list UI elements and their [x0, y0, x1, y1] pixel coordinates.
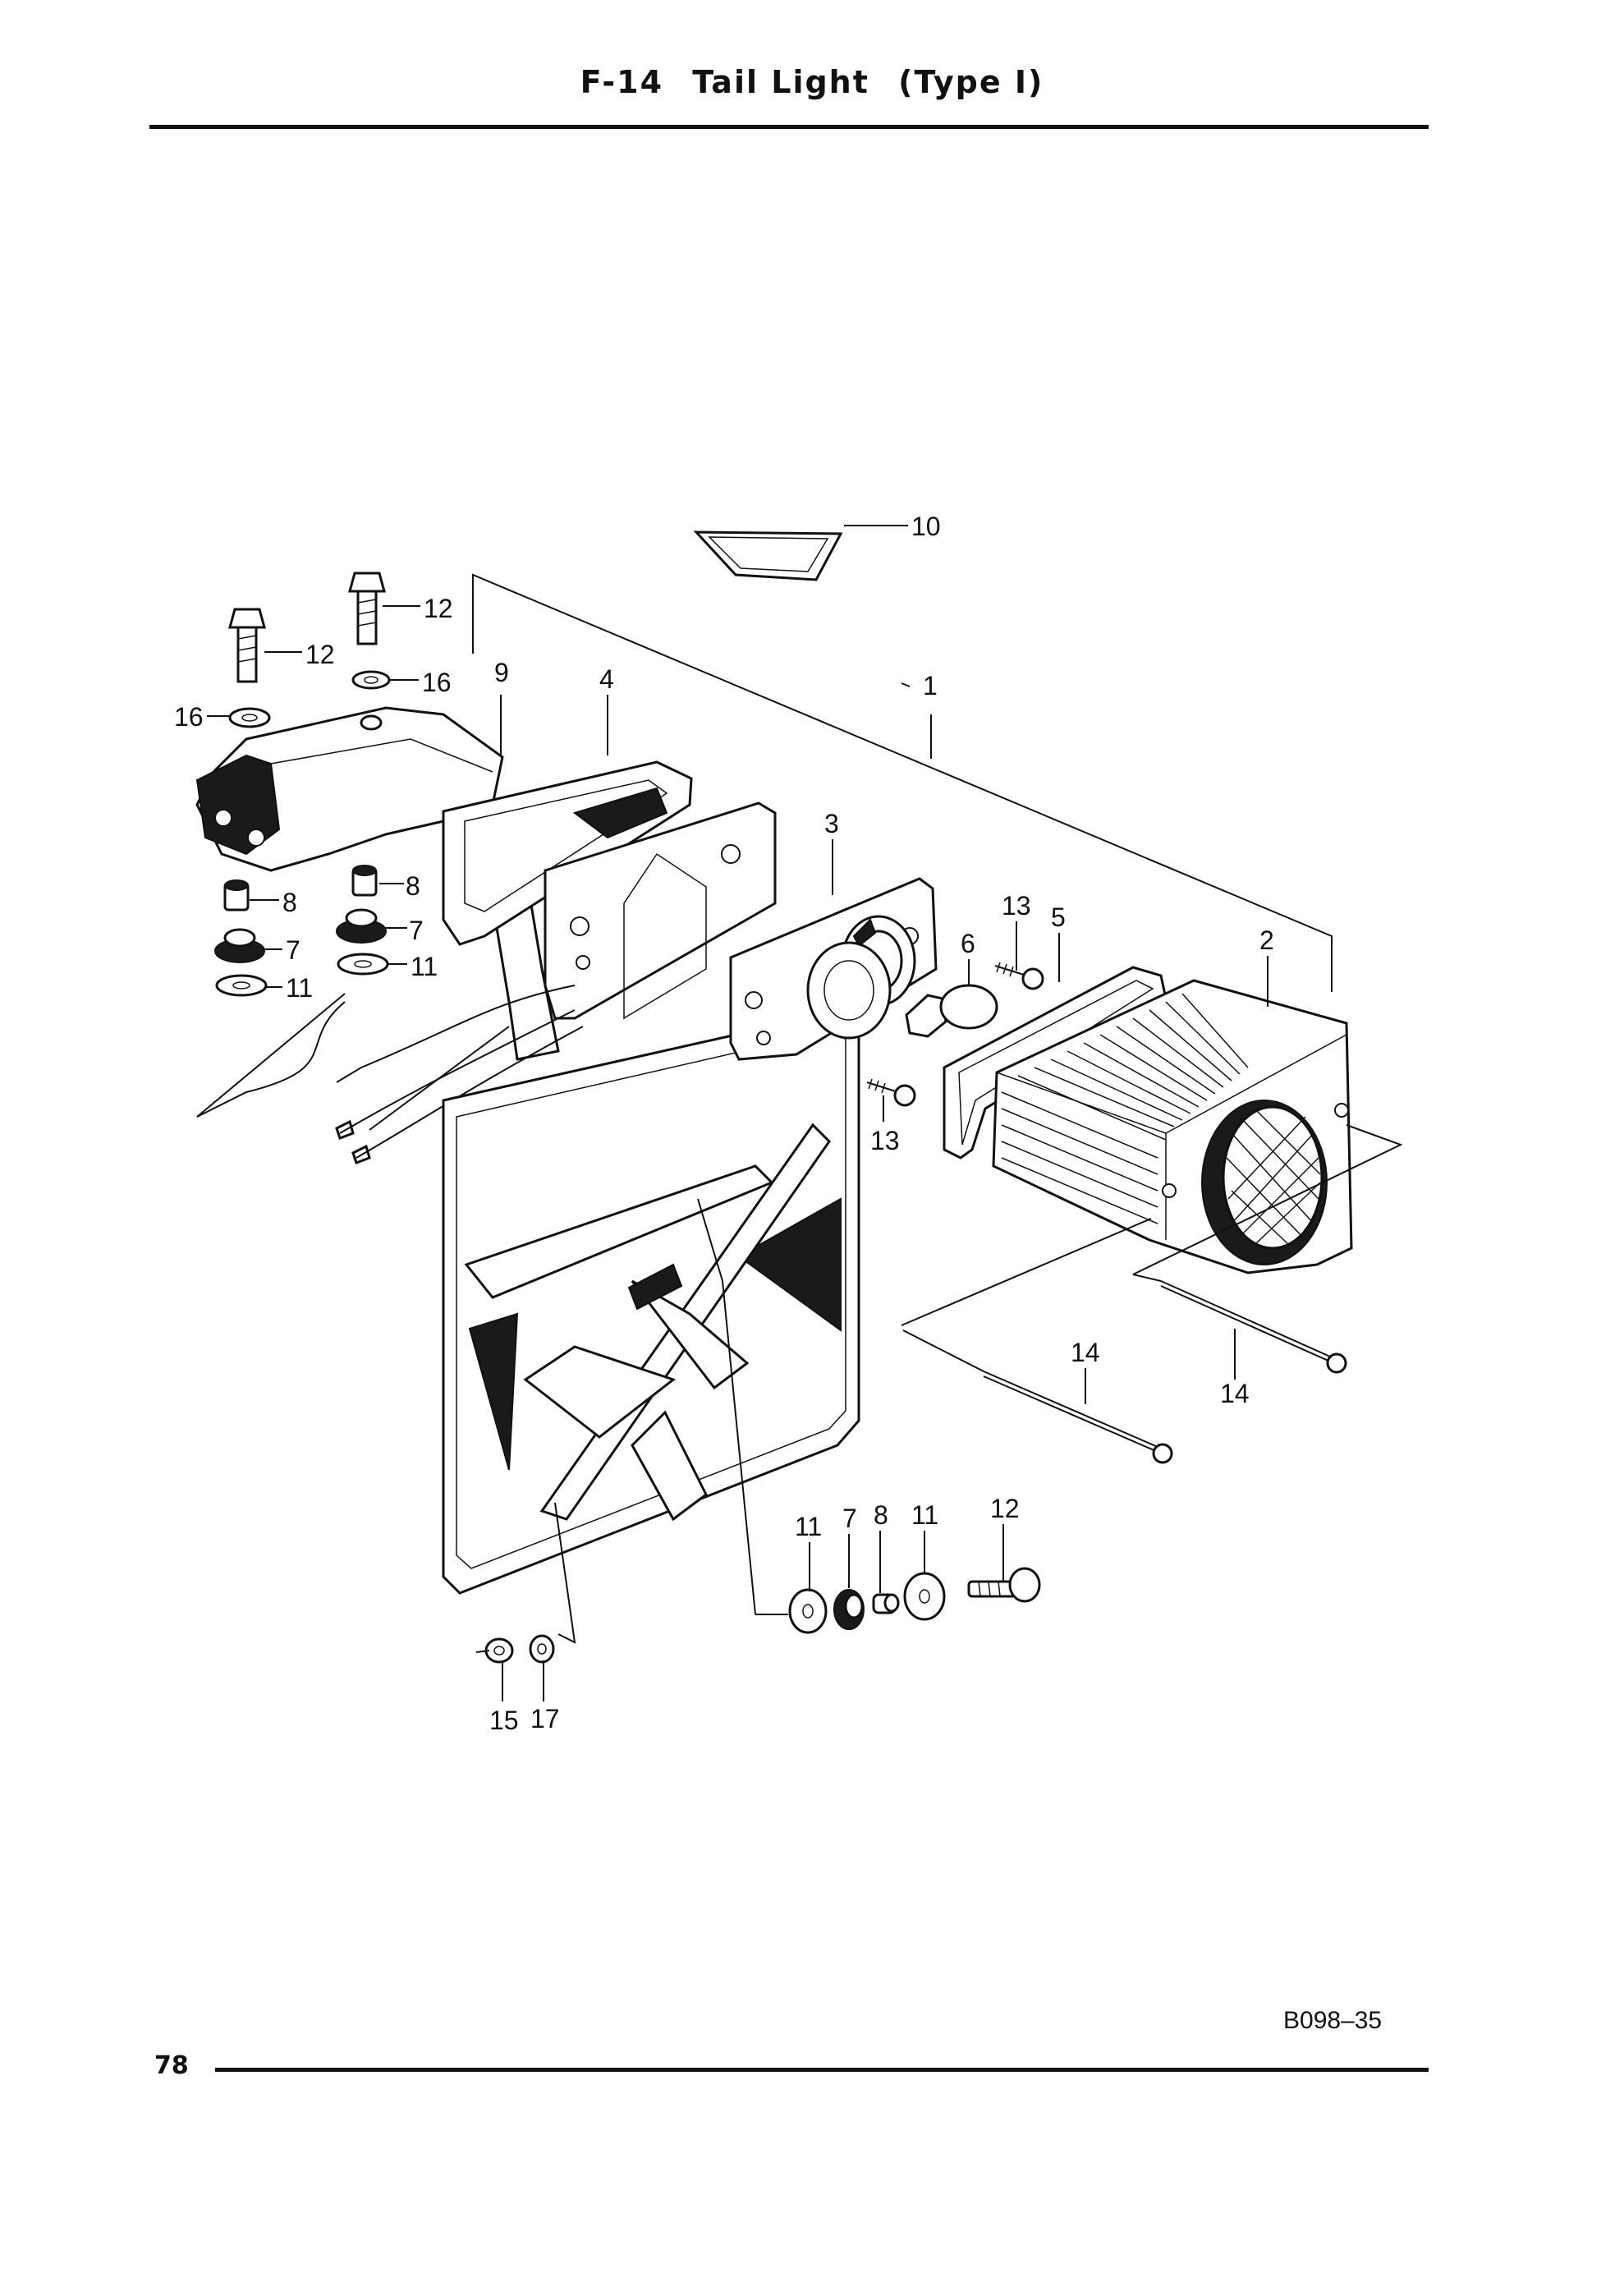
part-14-screw-left: [983, 1371, 1173, 1464]
part-8-collar-bottom: [872, 1593, 900, 1614]
part-7-grommet-left: [214, 928, 265, 963]
part-13-screw-top: [994, 962, 1044, 990]
callout-13: 13: [1002, 891, 1031, 921]
part-12-bolt-bottom: [967, 1567, 1041, 1603]
callout-15: 15: [489, 1706, 519, 1735]
page-number: 78: [154, 2051, 189, 2080]
callout-5: 5: [1051, 902, 1066, 932]
footer-rule: [215, 2068, 1429, 2072]
figure-type-heading: (Type I): [898, 64, 1044, 100]
part-7-grommet-bottom: [833, 1589, 865, 1630]
part-8-collar-left: [223, 879, 250, 912]
part-11-washer-bottom-left: [788, 1588, 828, 1634]
callout-7: 7: [409, 916, 424, 945]
part-8-collar-right: [351, 865, 378, 897]
callout-11: 11: [286, 973, 313, 1003]
callout-8: 8: [282, 888, 297, 917]
part-14-screw-right: [1160, 1280, 1347, 1374]
callout-10: 10: [911, 512, 941, 541]
part-2-lens-body: [992, 979, 1353, 1274]
callout-13: 13: [870, 1126, 900, 1155]
part-11-washer-bottom-right: [903, 1572, 946, 1621]
part-11-washer-right: [337, 953, 389, 976]
callout-11: 11: [795, 1512, 822, 1541]
part-12-bolt-top-left: [228, 608, 266, 683]
callout-12: 12: [305, 640, 335, 669]
callout-16: 16: [422, 668, 452, 697]
part-16-washer-left: [228, 707, 271, 728]
license-plate-bracket: [544, 801, 777, 1020]
callout-2: 2: [1259, 925, 1274, 955]
callout-11: 11: [911, 1500, 938, 1530]
part-12-bolt-top-right: [348, 572, 386, 645]
page-title: F-14 Tail Light (Type I): [0, 64, 1624, 100]
callout-14: 14: [1220, 1379, 1250, 1408]
callout-7: 7: [842, 1504, 857, 1533]
part-16-washer-right: [351, 670, 391, 690]
header-rule: [149, 125, 1429, 129]
part-10-plate: [693, 530, 843, 581]
callout-16: 16: [174, 702, 204, 732]
part-3-socket-plate: [729, 877, 938, 1061]
part-11-washer-left: [215, 974, 268, 997]
part-17-washer: [529, 1634, 555, 1664]
callout-11: 11: [411, 952, 438, 981]
callout-8: 8: [406, 871, 420, 901]
callout-4: 4: [599, 664, 614, 694]
part-7-grommet-right: [336, 908, 387, 944]
leader-lines: [207, 525, 1403, 1701]
part-6-bulb: [905, 984, 998, 1038]
figure-code-heading: F-14: [580, 64, 664, 100]
callout-6: 6: [961, 929, 975, 958]
callout-1: 1: [923, 671, 938, 700]
callout-17: 17: [530, 1704, 560, 1733]
callout-labels: 10 12 12 16 16 9 4 1 3 8 8 7 7 11 11 13 …: [174, 512, 1274, 1735]
license-plate-panel: [442, 1008, 860, 1595]
part-15-nut: [484, 1637, 514, 1664]
callout-12: 12: [990, 1494, 1020, 1523]
callout-7: 7: [286, 935, 300, 965]
figure-name-heading: Tail Light: [692, 64, 869, 100]
callout-3: 3: [824, 809, 839, 838]
callout-14: 14: [1071, 1338, 1100, 1367]
figure-reference-code: B098–35: [1283, 2007, 1383, 2034]
callout-8: 8: [874, 1500, 888, 1530]
callout-12: 12: [424, 594, 453, 623]
part-13-screw-bottom: [866, 1078, 916, 1107]
part-4-gasket-frame: [442, 760, 693, 946]
callout-9: 9: [494, 658, 509, 687]
